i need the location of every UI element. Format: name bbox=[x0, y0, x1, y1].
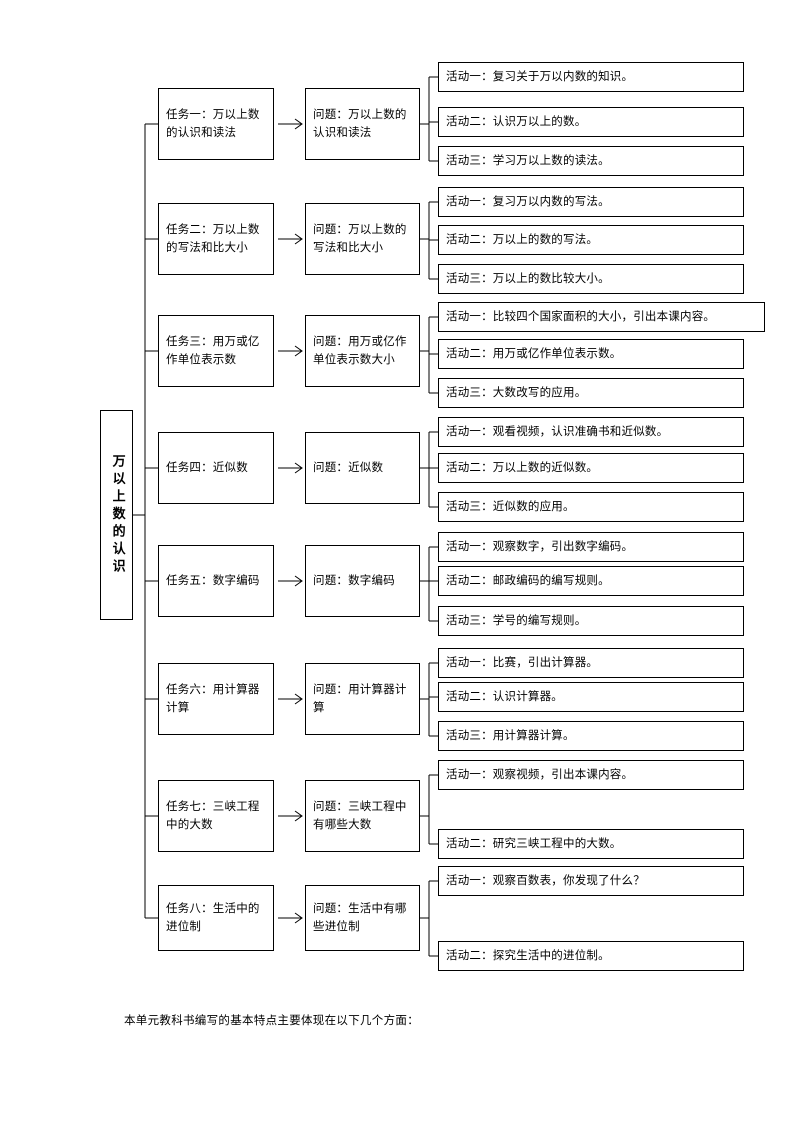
activity-box-4-3[interactable]: 活动三：近似数的应用。 bbox=[438, 492, 744, 522]
activity-box-1-3[interactable]: 活动三：学习万以上数的读法。 bbox=[438, 146, 744, 176]
arrow-head-6 bbox=[294, 693, 303, 705]
task-box-5[interactable]: 任务五：数字编码 bbox=[158, 545, 274, 617]
task-box-4[interactable]: 任务四：近似数 bbox=[158, 432, 274, 504]
activity-box-3-3[interactable]: 活动三：大数改写的应用。 bbox=[438, 378, 744, 408]
problem-box-2[interactable]: 问题：万以上数的写法和比大小 bbox=[305, 203, 420, 275]
task-box-1[interactable]: 任务一：万以上数的认识和读法 bbox=[158, 88, 274, 160]
activity-box-6-1[interactable]: 活动一：比赛，引出计算器。 bbox=[438, 648, 744, 678]
activity-box-5-3[interactable]: 活动三：学号的编写规则。 bbox=[438, 606, 744, 636]
problem-box-5[interactable]: 问题：数字编码 bbox=[305, 545, 420, 617]
root-node[interactable]: 万以上数的认识 bbox=[100, 410, 133, 620]
activity-box-1-2[interactable]: 活动二：认识万以上的数。 bbox=[438, 107, 744, 137]
task-box-7[interactable]: 任务七：三峡工程中的大数 bbox=[158, 780, 274, 852]
activity-box-7-1[interactable]: 活动一：观察视频，引出本课内容。 bbox=[438, 760, 744, 790]
activity-box-3-2[interactable]: 活动二：用万或亿作单位表示数。 bbox=[438, 339, 744, 369]
activity-box-8-1[interactable]: 活动一：观察百数表，你发现了什么？ bbox=[438, 866, 744, 896]
page-caption: 本单元教科书编写的基本特点主要体现在以下几个方面： bbox=[124, 1013, 419, 1027]
problem-box-7[interactable]: 问题：三峡工程中有哪些大数 bbox=[305, 780, 420, 852]
arrow-head-8 bbox=[294, 912, 303, 924]
task-box-2[interactable]: 任务二：万以上数的写法和比大小 bbox=[158, 203, 274, 275]
task-box-8[interactable]: 任务八：生活中的进位制 bbox=[158, 885, 274, 951]
problem-box-3[interactable]: 问题：用万或亿作单位表示数大小 bbox=[305, 315, 420, 387]
activity-box-2-2[interactable]: 活动二：万以上的数的写法。 bbox=[438, 225, 744, 255]
activity-box-2-3[interactable]: 活动三：万以上的数比较大小。 bbox=[438, 264, 744, 294]
activity-box-6-3[interactable]: 活动三：用计算器计算。 bbox=[438, 721, 744, 751]
problem-box-8[interactable]: 问题：生活中有哪些进位制 bbox=[305, 885, 420, 951]
problem-box-4[interactable]: 问题：近似数 bbox=[305, 432, 420, 504]
activity-box-2-1[interactable]: 活动一：复习万以内数的写法。 bbox=[438, 187, 744, 217]
arrow-head-1 bbox=[294, 118, 303, 130]
arrow-head-7 bbox=[294, 810, 303, 822]
problem-box-1[interactable]: 问题：万以上数的认识和读法 bbox=[305, 88, 420, 160]
arrow-head-5 bbox=[294, 575, 303, 587]
task-box-6[interactable]: 任务六：用计算器计算 bbox=[158, 663, 274, 735]
activity-box-1-1[interactable]: 活动一：复习关于万以内数的知识。 bbox=[438, 62, 744, 92]
problem-box-6[interactable]: 问题：用计算器计算 bbox=[305, 663, 420, 735]
activity-box-7-2[interactable]: 活动二：研究三峡工程中的大数。 bbox=[438, 829, 744, 859]
activity-box-6-2[interactable]: 活动二：认识计算器。 bbox=[438, 682, 744, 712]
arrow-head-4 bbox=[294, 462, 303, 474]
activity-box-5-2[interactable]: 活动二：邮政编码的编写规则。 bbox=[438, 566, 744, 596]
activity-box-8-2[interactable]: 活动二：探究生活中的进位制。 bbox=[438, 941, 744, 971]
task-box-3[interactable]: 任务三：用万或亿作单位表示数 bbox=[158, 315, 274, 387]
activity-box-5-1[interactable]: 活动一：观察数字，引出数字编码。 bbox=[438, 532, 744, 562]
activity-box-4-2[interactable]: 活动二：万以上数的近似数。 bbox=[438, 453, 744, 483]
arrow-head-2 bbox=[294, 233, 303, 245]
activity-box-3-1[interactable]: 活动一：比较四个国家面积的大小，引出本课内容。 bbox=[438, 302, 765, 332]
activity-box-4-1[interactable]: 活动一：观看视频，认识准确书和近似数。 bbox=[438, 417, 744, 447]
arrow-head-3 bbox=[294, 345, 303, 357]
